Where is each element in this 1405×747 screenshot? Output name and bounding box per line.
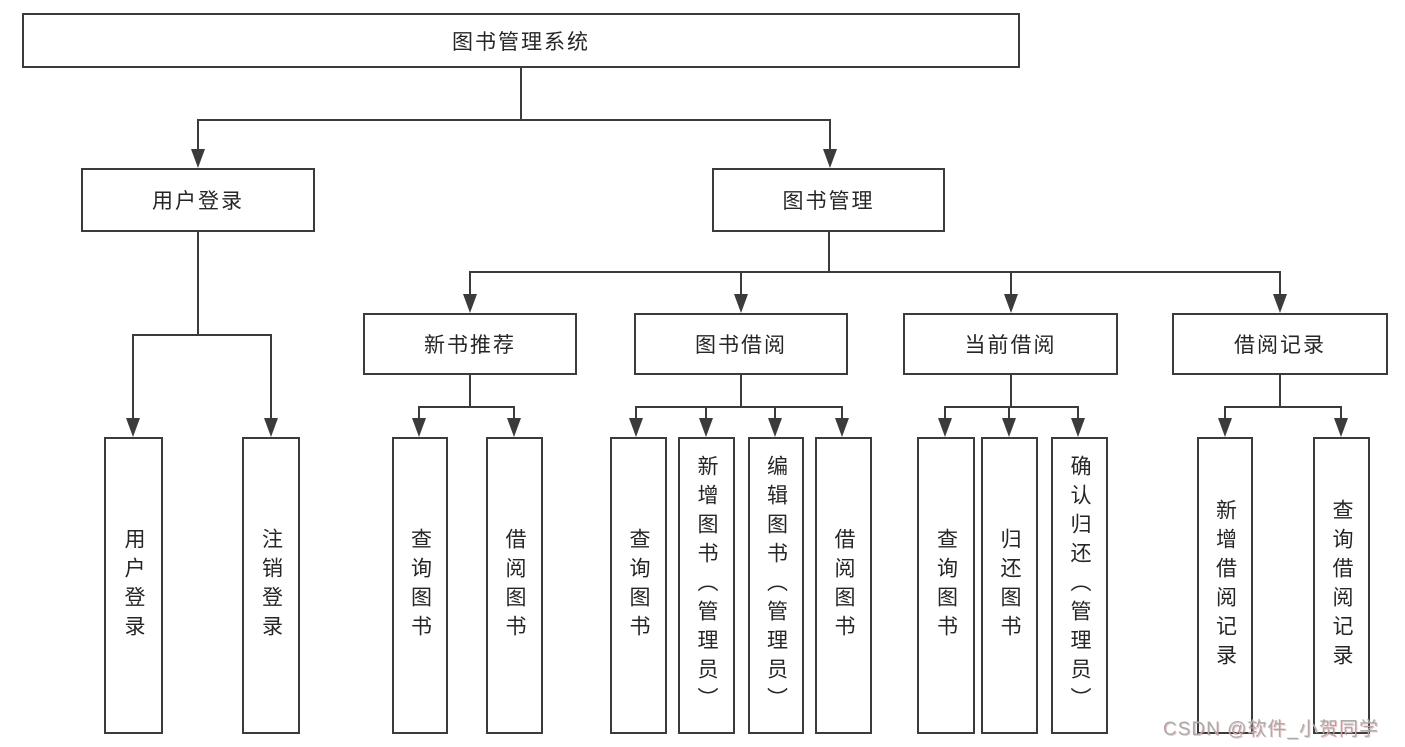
leaf-query-book-3: 查询图书 (917, 437, 975, 734)
connector-line (774, 406, 776, 420)
arrow-down-icon (264, 418, 278, 437)
node-book-borrow: 图书借阅 (634, 313, 848, 375)
node-book-management-label: 图书管理 (782, 190, 875, 213)
leaf-query-book-2: 查询图书 (610, 437, 667, 734)
connector-line (469, 271, 1281, 273)
arrow-down-icon (768, 418, 782, 437)
connector-line (469, 271, 471, 296)
leaf-add-borrow-record-label: 新增借阅记录 (1213, 498, 1237, 673)
connector-line (197, 232, 199, 336)
connector-line (944, 406, 946, 420)
connector-line (520, 68, 522, 120)
connector-line (829, 119, 831, 151)
leaf-query-borrow-record-label: 查询借阅记录 (1330, 498, 1353, 673)
arrow-down-icon (1273, 294, 1287, 313)
connector-line (132, 334, 134, 419)
leaf-borrow-book-2-label: 借阅图书 (832, 527, 855, 644)
connector-line (944, 406, 1079, 408)
connector-line (1340, 406, 1342, 420)
leaf-return-book: 归还图书 (981, 437, 1038, 734)
leaf-borrow-book-2: 借阅图书 (815, 437, 872, 734)
leaf-query-book-2-label: 查询图书 (627, 527, 650, 644)
connector-line (635, 406, 843, 408)
connector-line (1077, 406, 1079, 420)
node-user-login-label: 用户登录 (152, 190, 244, 213)
connector-line (705, 406, 707, 420)
node-new-book-recommend-label: 新书推荐 (424, 334, 516, 357)
leaf-add-book-admin: 新增图书（管理员） (678, 437, 735, 734)
leaf-user-login: 用户登录 (104, 437, 163, 734)
leaf-query-book-1-label: 查询图书 (408, 527, 432, 644)
connector-line (1010, 271, 1012, 296)
connector-line (1010, 375, 1012, 408)
connector-line (418, 406, 420, 420)
connector-line (513, 406, 515, 420)
leaf-add-borrow-record: 新增借阅记录 (1197, 437, 1253, 734)
connector-line (740, 375, 742, 408)
leaf-user-login-label: 用户登录 (122, 527, 145, 644)
leaf-confirm-return-admin: 确认归还（管理员） (1051, 437, 1108, 734)
leaf-logout-label: 注销登录 (259, 527, 283, 644)
leaf-query-book-3-label: 查询图书 (934, 527, 958, 644)
arrow-down-icon (1002, 418, 1016, 437)
leaf-return-book-label: 归还图书 (998, 527, 1021, 644)
leaf-borrow-book-1-label: 借阅图书 (503, 527, 526, 644)
arrow-down-icon (1218, 418, 1232, 437)
leaf-confirm-return-admin-label: 确认归还（管理员） (1068, 455, 1091, 716)
connector-line (1008, 406, 1010, 420)
arrow-down-icon (1334, 418, 1348, 437)
arrow-down-icon (823, 149, 837, 168)
connector-line (1224, 406, 1226, 420)
leaf-query-borrow-record: 查询借阅记录 (1313, 437, 1370, 734)
arrow-down-icon (412, 418, 426, 437)
leaf-logout: 注销登录 (242, 437, 300, 734)
connector-line (418, 406, 515, 408)
leaf-query-book-1: 查询图书 (392, 437, 448, 734)
connector-line (469, 375, 471, 408)
arrow-down-icon (463, 294, 477, 313)
connector-line (828, 232, 830, 273)
arrow-down-icon (734, 294, 748, 313)
arrow-down-icon (191, 149, 205, 168)
connector-line (132, 334, 272, 336)
arrow-down-icon (835, 418, 849, 437)
node-user-login: 用户登录 (81, 168, 315, 232)
arrow-down-icon (938, 418, 952, 437)
connector-line (1279, 375, 1281, 408)
connector-line (740, 271, 742, 296)
connector-line (197, 119, 831, 121)
connector-line (841, 406, 843, 420)
node-book-borrow-label: 图书借阅 (695, 334, 787, 357)
watermark: CSDN @软件_小贺同学 (1163, 719, 1379, 740)
node-new-book-recommend: 新书推荐 (363, 313, 577, 375)
arrow-down-icon (126, 418, 140, 437)
node-library-system: 图书管理系统 (22, 13, 1020, 68)
arrow-down-icon (1004, 294, 1018, 313)
arrow-down-icon (699, 418, 713, 437)
connector-line (270, 334, 272, 419)
node-current-borrow: 当前借阅 (903, 313, 1118, 375)
connector-line (1224, 406, 1342, 408)
leaf-add-book-admin-label: 新增图书（管理员） (695, 455, 718, 716)
node-book-management: 图书管理 (712, 168, 945, 232)
node-borrow-record-label: 借阅记录 (1234, 334, 1326, 357)
arrow-down-icon (629, 418, 643, 437)
arrow-down-icon (507, 418, 521, 437)
connector-line (635, 406, 637, 420)
leaf-edit-book-admin-label: 编辑图书（管理员） (764, 455, 788, 716)
connector-line (197, 119, 199, 151)
node-borrow-record: 借阅记录 (1172, 313, 1388, 375)
leaf-borrow-book-1: 借阅图书 (486, 437, 543, 734)
node-library-system-label: 图书管理系统 (452, 30, 590, 54)
leaf-edit-book-admin: 编辑图书（管理员） (748, 437, 804, 734)
arrow-down-icon (1071, 418, 1085, 437)
node-current-borrow-label: 当前借阅 (964, 334, 1057, 357)
connector-line (1279, 271, 1281, 296)
